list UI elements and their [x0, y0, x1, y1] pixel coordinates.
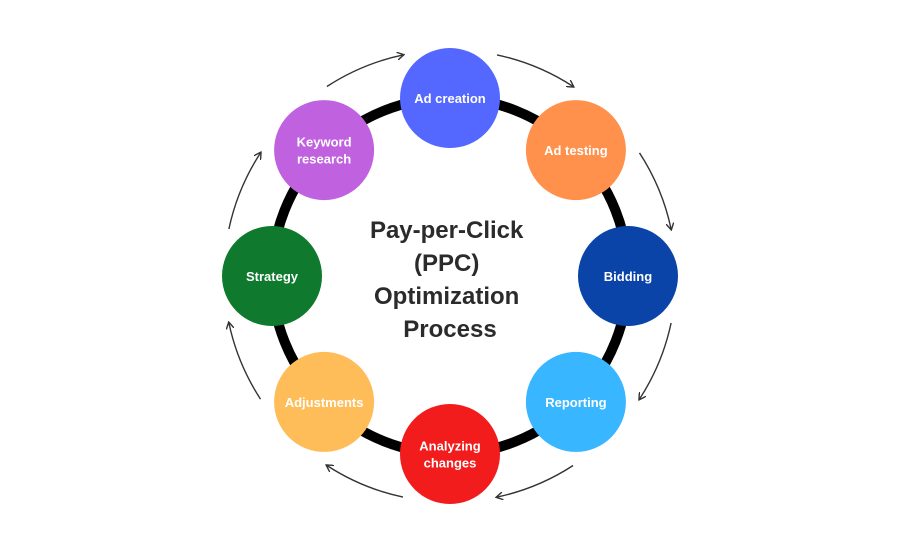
cycle-arrow — [640, 322, 672, 399]
cycle-arrow — [497, 464, 574, 498]
cycle-arrow — [638, 152, 672, 229]
step-circle — [274, 100, 375, 201]
cycle-arrow — [228, 153, 261, 230]
step-node: Reporting — [525, 351, 626, 452]
step-nodes: Ad creation Ad testingBiddingReportingAna… — [222, 48, 678, 504]
step-circle — [525, 351, 626, 452]
step-node: Bidding — [578, 226, 678, 326]
center-title: Pay-per-Click (PPC) Optimization Process — [370, 217, 530, 343]
step-label: Adjustments — [285, 395, 364, 410]
step-label: Ad creation — [414, 91, 486, 106]
step-label: Ad testing — [544, 143, 608, 158]
step-node: Adjustments — [274, 351, 375, 452]
center-title-line: Optimization — [374, 283, 519, 310]
step-circle — [400, 48, 500, 148]
step-circle — [525, 100, 626, 201]
center-title-line: (PPC) — [414, 250, 479, 277]
step-circle — [274, 351, 375, 452]
step-node: Keyword research — [274, 100, 375, 201]
cycle-arrows — [229, 55, 671, 497]
step-node: Strategy — [222, 226, 322, 326]
step-circle — [578, 226, 678, 326]
center-title-line: Pay-per-Click — [370, 217, 524, 244]
cycle-arrow — [326, 55, 403, 88]
step-node: Ad testing — [525, 100, 626, 201]
step-label: Bidding — [604, 269, 652, 284]
center-title-line: Process — [403, 316, 496, 343]
cycle-arrow — [496, 54, 573, 87]
step-label: Reporting — [545, 395, 606, 410]
step-label: Analyzing — [419, 439, 480, 454]
step-node: Analyzing changes — [400, 404, 500, 504]
step-node: Ad creation — [400, 48, 500, 148]
step-label: research — [297, 152, 351, 167]
cycle-arrow — [229, 323, 262, 400]
step-circle — [222, 226, 322, 326]
step-label: Strategy — [246, 269, 299, 284]
step-label: Keyword — [297, 135, 352, 150]
step-circle — [400, 404, 500, 504]
step-label: changes — [424, 456, 477, 471]
cycle-arrow — [327, 466, 404, 498]
